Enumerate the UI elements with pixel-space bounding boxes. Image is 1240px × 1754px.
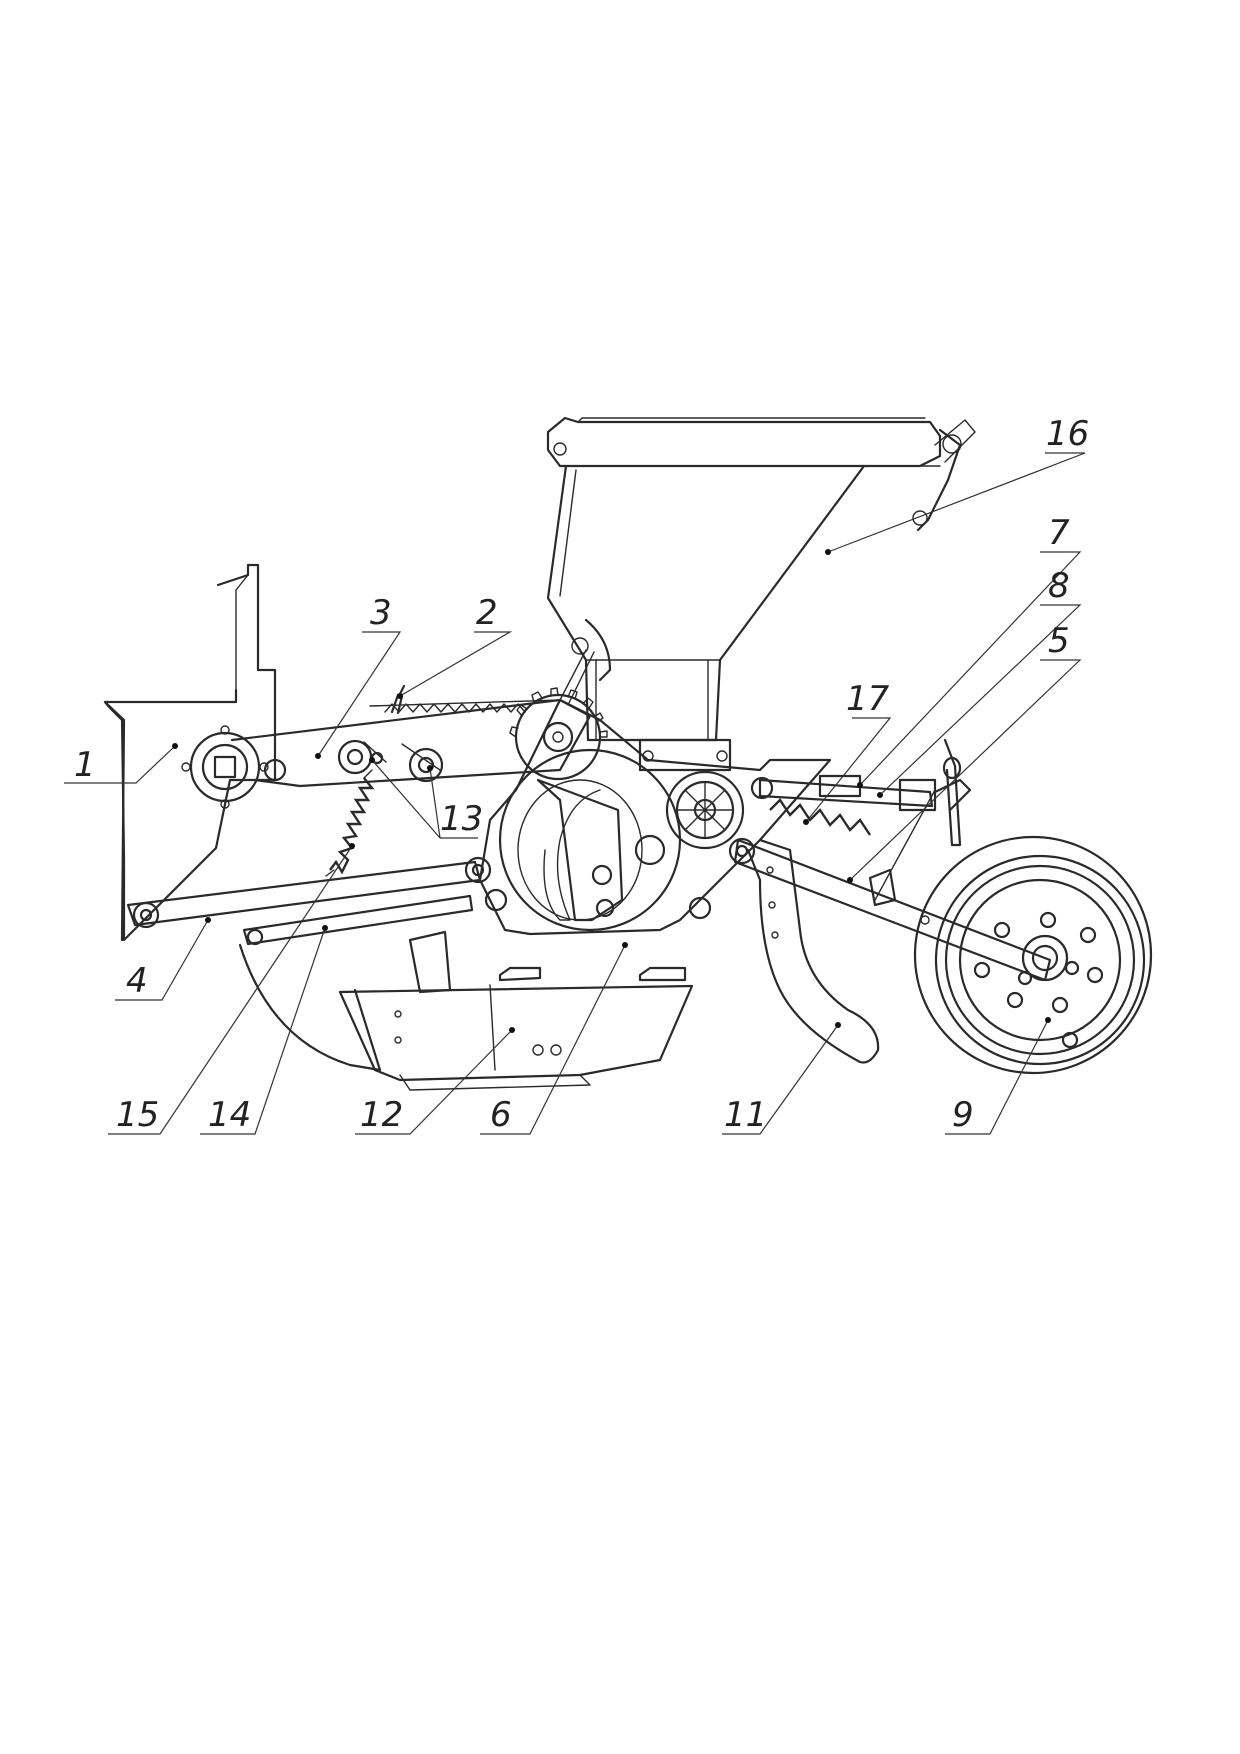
parallel-bar [242, 894, 474, 946]
hitch-bracket [103, 563, 277, 942]
callout-7: 7 [1048, 513, 1070, 553]
drive-sprocket [181, 725, 287, 809]
adjusting-linkage [750, 738, 972, 901]
covering-tine [746, 838, 880, 1064]
callout-9: 9 [952, 1095, 974, 1135]
leader-lines [64, 452, 1086, 1135]
callout-5: 5 [1048, 621, 1070, 661]
upper-link-arm [230, 684, 592, 788]
lower-link-arm [126, 856, 492, 929]
callout-4: 4 [126, 961, 148, 1001]
press-wheel-arm [728, 837, 1052, 982]
callout-labels: 1 2 3 4 5 6 7 8 9 11 12 13 14 15 16 17 [74, 414, 1089, 1135]
wheel-bolts [973, 911, 1104, 1049]
furrow-opener [238, 930, 694, 1091]
metering-frame [478, 618, 832, 936]
callout-14: 14 [208, 1095, 251, 1135]
callout-13: 13 [440, 799, 483, 839]
callout-1: 1 [74, 745, 96, 785]
press-wheel [913, 835, 1153, 1075]
seed-hopper [546, 416, 976, 742]
callout-6: 6 [490, 1095, 512, 1135]
leader-dots [172, 549, 1051, 1033]
callout-8: 8 [1048, 566, 1070, 606]
callout-16: 16 [1046, 414, 1089, 454]
callout-17: 17 [846, 679, 890, 719]
callout-3: 3 [370, 593, 392, 633]
callout-2: 2 [476, 593, 498, 633]
callout-15: 15 [116, 1095, 159, 1135]
callout-12: 12 [360, 1095, 403, 1135]
callout-11: 11 [724, 1095, 767, 1135]
tension-spring [325, 769, 375, 877]
